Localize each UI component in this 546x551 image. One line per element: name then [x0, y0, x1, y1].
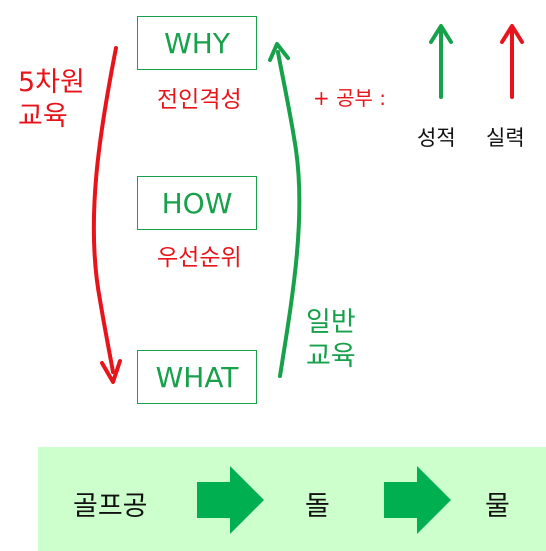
plus-study-label: + 공부 :: [313, 86, 387, 110]
skill-label: 실력: [486, 126, 525, 150]
what-box: WHAT: [137, 350, 257, 404]
flow-step-water: 물: [485, 491, 510, 522]
why-subtitle: 전인격성: [157, 87, 242, 113]
green-small-up-arrow-icon: [429, 24, 453, 99]
grades-label: 성적: [417, 126, 456, 150]
general-education-line1: 일반: [306, 307, 356, 338]
flow-step-golf-ball: 골프공: [73, 491, 148, 522]
five-dimension-line2: 교육: [18, 101, 68, 132]
flow-band: [38, 447, 546, 551]
why-box: WHY: [137, 16, 257, 70]
general-education-label: 일반 교육: [306, 306, 356, 374]
green-up-arrow: [268, 42, 302, 378]
red-down-arrow: [91, 46, 122, 384]
five-dimension-label: 5차원 교육: [18, 66, 85, 134]
flow-arrow-2-icon: [384, 466, 451, 534]
flow-step-stone: 돌: [305, 491, 330, 522]
general-education-line2: 교육: [306, 341, 356, 372]
how-box: HOW: [137, 176, 257, 230]
flow-arrow-1-icon: [197, 466, 264, 534]
how-subtitle: 우선순위: [157, 245, 242, 271]
red-small-up-arrow-icon: [500, 24, 524, 99]
five-dimension-line1: 5차원: [18, 67, 85, 98]
